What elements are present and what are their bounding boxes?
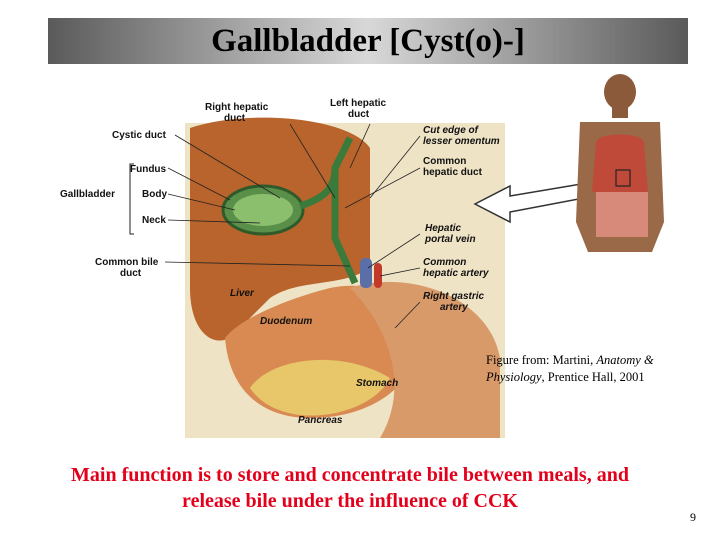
- gallbladder-inner: [233, 194, 293, 226]
- label-common-hepatic-artery: Common hepatic artery: [423, 257, 489, 279]
- credit-suffix: , Prentice Hall, 2001: [541, 370, 645, 384]
- label-common-bile-duct: Common bile duct: [95, 257, 161, 279]
- title-bar: Gallbladder [Cyst(o)-]: [48, 18, 688, 64]
- main-function-caption: Main function is to store and concentrat…: [71, 464, 629, 512]
- label-duodenum: Duodenum: [260, 316, 312, 327]
- label-gallbladder: Gallbladder: [60, 189, 115, 200]
- label-liver: Liver: [230, 288, 255, 299]
- credit-book-title: Anatomy & Physiology: [486, 353, 654, 384]
- label-right-hepatic-duct: Right hepatic duct: [205, 102, 271, 124]
- label-body: Body: [142, 189, 167, 200]
- label-cut-edge: Cut edge of lesser omentum: [423, 125, 500, 147]
- gallbladder-bracket: [129, 163, 134, 235]
- hepatic-artery-shape: [374, 263, 382, 288]
- label-left-hepatic-duct: Left hepatic duct: [330, 98, 389, 120]
- pancreas-shape: [250, 359, 390, 416]
- label-common-hepatic-duct: Common hepatic duct: [423, 156, 483, 178]
- gallbladder-anatomy-figure: Right hepatic duct Left hepatic duct Cys…: [60, 98, 505, 438]
- slide-title: Gallbladder [Cyst(o)-]: [211, 23, 525, 59]
- label-cystic-duct: Cystic duct: [112, 130, 167, 141]
- label-fundus: Fundus: [130, 164, 167, 175]
- label-neck: Neck: [142, 215, 166, 226]
- leader-lines: [164, 123, 421, 329]
- page-number: 9: [690, 510, 696, 524]
- label-right-gastric-artery: Right gastric artery: [423, 291, 487, 313]
- stomach-shape: [350, 281, 500, 438]
- credit-prefix: Figure from: Martini,: [486, 353, 597, 367]
- label-pancreas: Pancreas: [298, 415, 343, 426]
- label-hepatic-portal-vein: Hepatic portal vein: [424, 223, 476, 245]
- figure-credit: Figure from: Martini, Anatomy & Physiolo…: [486, 352, 701, 386]
- portal-vein-shape: [360, 258, 372, 288]
- label-stomach: Stomach: [356, 378, 398, 389]
- bile-ducts: [298, 136, 359, 285]
- human-torso-figure: [576, 74, 664, 252]
- torso-highlight-box: [615, 169, 631, 187]
